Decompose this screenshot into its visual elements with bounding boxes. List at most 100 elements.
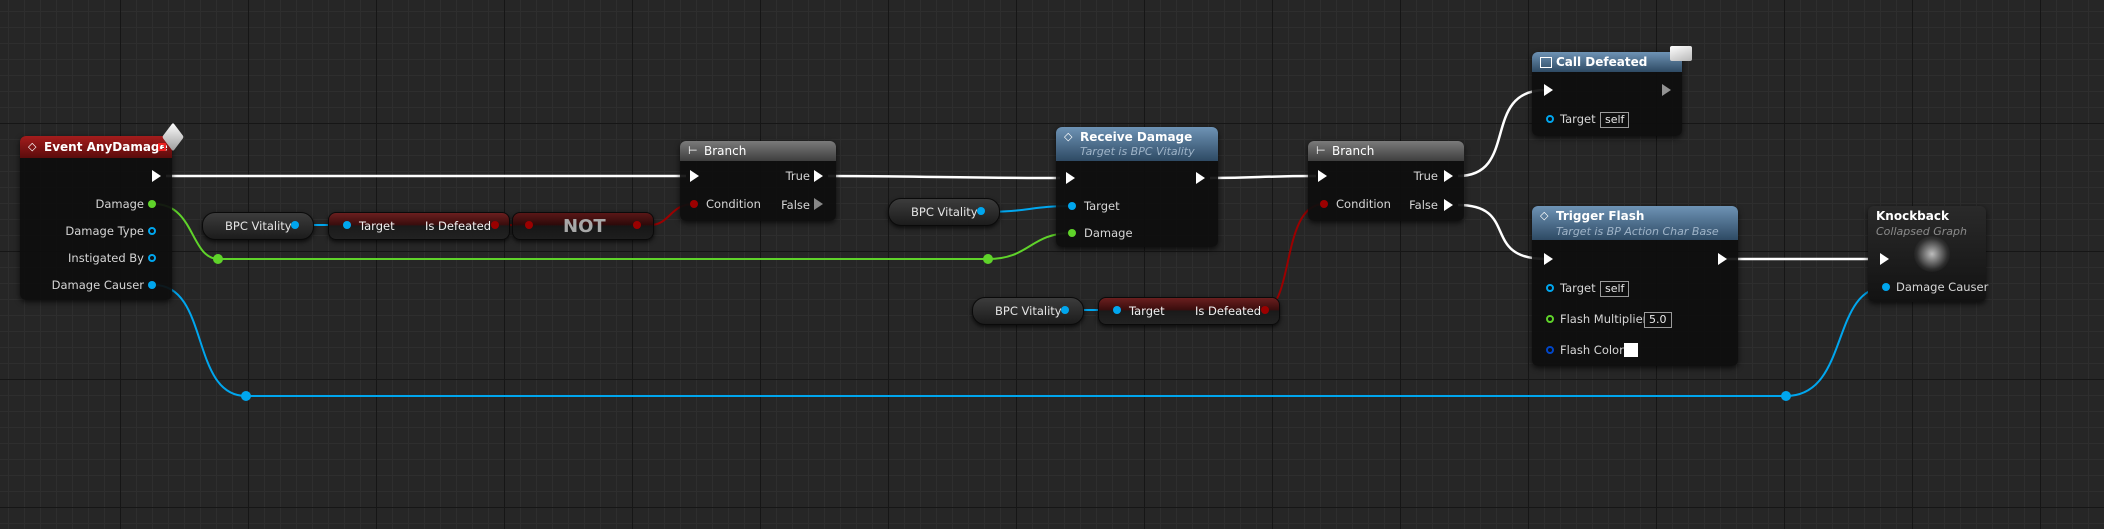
bpc-vitality-getter-1[interactable]: BPC Vitality: [202, 212, 314, 240]
pin-label-instigated-by: Instigated By: [68, 251, 144, 265]
branch-false-label: False: [1409, 198, 1438, 212]
trigger-flash-subtitle: Target is BP Action Char Base: [1556, 225, 1719, 238]
receive-damage-subtitle: Target is BPC Vitality: [1080, 145, 1195, 158]
flash-multiplier-value[interactable]: 5.0: [1644, 312, 1672, 328]
event-diamond-icon: ◇: [28, 140, 37, 153]
instigated-by-pin[interactable]: [148, 254, 156, 262]
is-defeated-target-pin[interactable]: [1113, 306, 1121, 314]
branch-condition-label: Condition: [1336, 197, 1391, 211]
bpc-vitality-label: BPC Vitality: [225, 219, 292, 233]
receive-exec-in-pin[interactable]: [1066, 172, 1075, 184]
branch-icon: ⊢: [1316, 144, 1326, 157]
branch-header: [1308, 141, 1464, 161]
flash-color-pin[interactable]: [1546, 346, 1554, 354]
pin-label-damage-type: Damage Type: [65, 224, 144, 238]
call-defeated-title: Call Defeated: [1556, 55, 1648, 69]
knockback-glow: [1914, 236, 1950, 272]
bpc-vitality-out-pin[interactable]: [291, 221, 299, 229]
branch-condition-pin[interactable]: [1320, 200, 1328, 208]
branch-false-label: False: [781, 198, 810, 212]
exec-wire-receive-to-branch2: [1209, 174, 1317, 180]
trigger-flash-node[interactable]: ◇ Trigger Flash Target is BP Action Char…: [1532, 206, 1738, 366]
is-defeated-out-pin[interactable]: [1261, 306, 1269, 314]
damage-type-pin[interactable]: [148, 227, 156, 235]
call-icon: [1540, 57, 1552, 68]
pin-label-damage: Damage: [95, 197, 144, 211]
reroute-knot: [241, 391, 251, 401]
function-icon: ◇: [1064, 130, 1073, 143]
branch-header: [680, 141, 836, 161]
is-defeated-target-pin[interactable]: [343, 221, 351, 229]
exec-wire-branch-true-to-receive: [827, 174, 1061, 180]
not-out-pin[interactable]: [633, 221, 641, 229]
call-exec-in-pin[interactable]: [1544, 84, 1553, 96]
pin-label-damage-causer: Damage Causer: [51, 278, 144, 292]
bpc-vitality-out-pin[interactable]: [977, 207, 985, 215]
knockback-collapsed-node[interactable]: Knockback Collapsed Graph Damage Causer: [1868, 206, 1989, 302]
flash-color-label: Flash Color: [1560, 343, 1624, 357]
branch-exec-in-pin[interactable]: [690, 170, 699, 182]
call-target-pin[interactable]: [1546, 115, 1554, 123]
knockback-exec-in-pin[interactable]: [1880, 253, 1889, 265]
bpc-vitality-getter-2[interactable]: BPC Vitality: [888, 198, 1000, 226]
is-defeated-target-label: Target: [359, 219, 395, 233]
function-icon: ◇: [1540, 209, 1549, 222]
call-target-value[interactable]: self: [1600, 112, 1630, 128]
trigger-target-value[interactable]: self: [1600, 281, 1630, 297]
receive-target-label: Target: [1084, 199, 1120, 213]
bpc-vitality-out-pin[interactable]: [1061, 306, 1069, 314]
call-defeated-header: [1532, 52, 1682, 72]
event-any-damage-node[interactable]: ◇ Event AnyDamage Damage Damage Type Ins…: [20, 122, 184, 300]
branch-condition-pin[interactable]: [690, 200, 698, 208]
bpc-vitality-getter-3[interactable]: BPC Vitality: [972, 297, 1084, 325]
branch-node-2[interactable]: ⊢ Branch True Condition False: [1308, 141, 1464, 221]
reroute-knot: [1781, 391, 1791, 401]
event-title: Event AnyDamage: [44, 140, 168, 154]
receive-damage-pin[interactable]: [1068, 229, 1076, 237]
branch-icon: ⊢: [688, 144, 698, 157]
is-defeated-output-label: Is Defeated: [425, 219, 492, 233]
knockback-damage-causer-label: Damage Causer: [1896, 280, 1989, 294]
receive-exec-out-pin[interactable]: [1196, 172, 1205, 184]
receive-damage-header: [1056, 127, 1218, 161]
trigger-exec-out-pin[interactable]: [1718, 253, 1727, 265]
flash-color-swatch[interactable]: [1624, 343, 1638, 357]
branch-true-label: True: [785, 169, 810, 183]
call-defeated-node[interactable]: Call Defeated Target self: [1532, 46, 1692, 136]
branch-false-pin[interactable]: [814, 198, 823, 210]
branch-title: Branch: [704, 144, 747, 158]
branch-true-pin[interactable]: [1444, 170, 1453, 182]
delegate-pin-icon[interactable]: [158, 143, 166, 151]
damage-causer-pin[interactable]: [148, 281, 156, 289]
damage-pin[interactable]: [148, 200, 156, 208]
call-exec-out-pin[interactable]: [1662, 84, 1671, 96]
knockback-subtitle: Collapsed Graph: [1876, 225, 1967, 238]
is-defeated-node-1[interactable]: Target Is Defeated: [328, 212, 510, 240]
not-node[interactable]: NOT: [512, 212, 654, 240]
is-defeated-out-pin[interactable]: [491, 221, 499, 229]
bpc-vitality-label: BPC Vitality: [911, 205, 978, 219]
branch-node-1[interactable]: ⊢ Branch True Condition False: [680, 141, 836, 221]
exec-out-pin[interactable]: [152, 170, 161, 182]
not-label: NOT: [563, 216, 606, 237]
branch-false-pin[interactable]: [1444, 199, 1453, 211]
branch-true-pin[interactable]: [814, 170, 823, 182]
trigger-target-pin[interactable]: [1546, 284, 1554, 292]
branch-exec-in-pin[interactable]: [1318, 170, 1327, 182]
event-header: [20, 136, 172, 158]
branch-true-label: True: [1413, 169, 1438, 183]
not-in-pin[interactable]: [525, 221, 533, 229]
receive-damage-node[interactable]: ◇ Receive Damage Target is BPC Vitality …: [1056, 127, 1218, 247]
receive-target-pin[interactable]: [1068, 202, 1076, 210]
receive-damage-title: Receive Damage: [1080, 130, 1193, 144]
is-defeated-node-2[interactable]: Target Is Defeated: [1098, 297, 1280, 325]
knockback-damage-causer-pin[interactable]: [1882, 283, 1890, 291]
trigger-flash-header: [1532, 206, 1738, 240]
trigger-exec-in-pin[interactable]: [1544, 253, 1553, 265]
flash-multiplier-label: Flash Multiplier: [1560, 312, 1648, 326]
flash-multiplier-pin[interactable]: [1546, 315, 1554, 323]
trigger-flash-title: Trigger Flash: [1556, 209, 1645, 223]
envelope-icon: [1670, 46, 1692, 61]
is-defeated-output-label: Is Defeated: [1195, 304, 1262, 318]
